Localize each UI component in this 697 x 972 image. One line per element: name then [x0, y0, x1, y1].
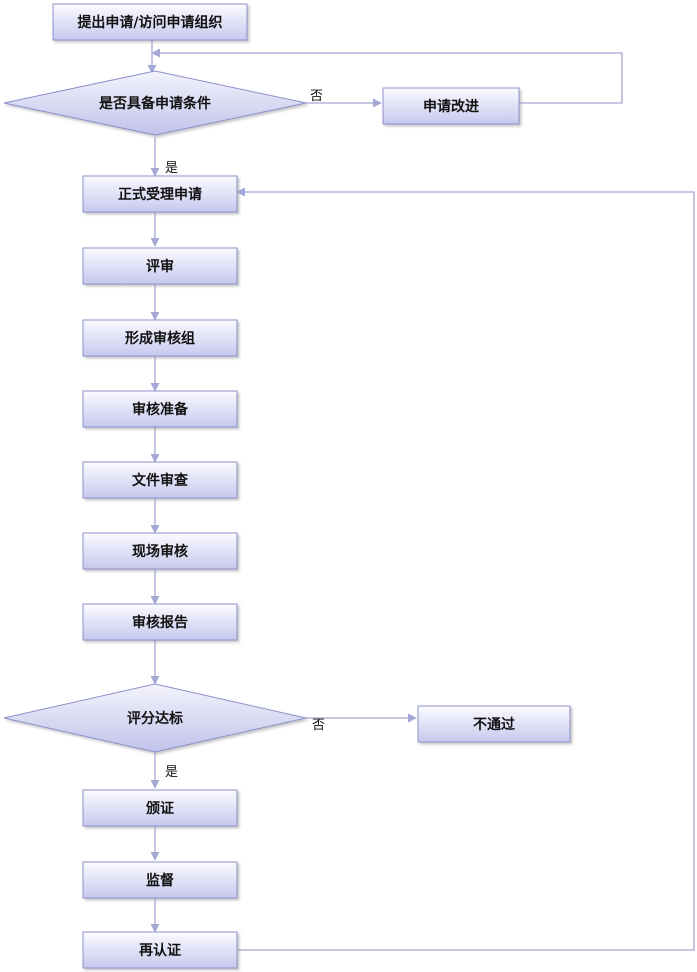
- node-recertify: 再认证: [82, 931, 238, 969]
- node-fail-label: 不通过: [473, 716, 515, 733]
- node-recertify-label: 再认证: [139, 942, 181, 959]
- node-audit-report-label: 审核报告: [132, 614, 188, 631]
- decision-score-label: 评分达标: [127, 710, 183, 727]
- node-improve-label: 申请改进: [423, 98, 479, 115]
- node-fail: 不通过: [417, 705, 571, 743]
- node-audit-report: 审核报告: [82, 603, 238, 641]
- edge-improve-loopback: [151, 48, 623, 104]
- node-form-team: 形成审核组: [82, 319, 238, 357]
- node-apply: 提出申请/访问申请组织: [52, 3, 248, 41]
- node-accept: 正式受理申请: [82, 175, 238, 213]
- node-certify-label: 颁证: [146, 801, 174, 817]
- node-review: 评审: [82, 247, 238, 285]
- node-supervise: 监督: [82, 861, 238, 899]
- node-audit-prep: 审核准备: [82, 390, 238, 428]
- decision-conditions-no-label: 否: [310, 89, 323, 104]
- decision-conditions-yes-label: 是: [165, 161, 178, 176]
- node-form-team-label: 形成审核组: [125, 330, 195, 347]
- node-onsite-audit-label: 现场审核: [132, 543, 188, 560]
- decision-conditions-label: 是否具备申请条件: [99, 95, 211, 112]
- node-doc-review: 文件审查: [82, 461, 238, 499]
- node-review-label: 评审: [146, 258, 174, 275]
- node-accept-label: 正式受理申请: [118, 186, 202, 203]
- edge-recertify-loopback: [236, 187, 695, 951]
- node-apply-label: 提出申请/访问申请组织: [77, 14, 222, 31]
- decision-score: 评分达标: [3, 683, 307, 753]
- node-audit-prep-label: 审核准备: [132, 401, 189, 418]
- decision-score-yes-label: 是: [165, 765, 178, 780]
- node-improve: 申请改进: [382, 87, 520, 125]
- decision-conditions: 是否具备申请条件: [3, 70, 307, 136]
- node-doc-review-label: 文件审查: [132, 472, 189, 489]
- node-supervise-label: 监督: [146, 872, 174, 889]
- node-certify: 颁证: [82, 789, 238, 827]
- node-onsite-audit: 现场审核: [82, 532, 238, 570]
- decision-score-no-label: 否: [312, 718, 325, 733]
